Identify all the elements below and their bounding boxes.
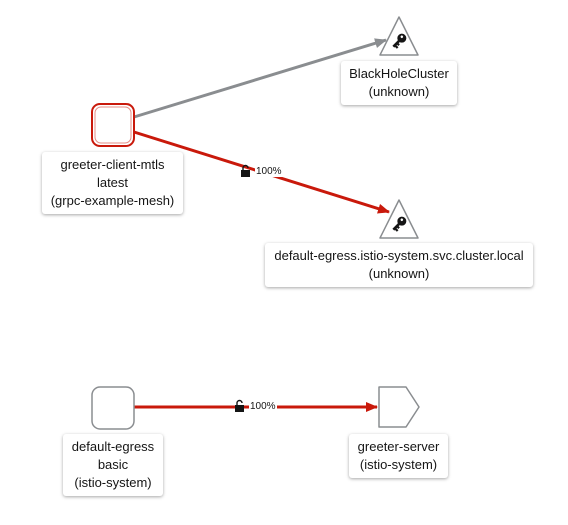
node-name: default-egress.istio-system.svc.cluster.… xyxy=(274,248,524,263)
node-name: default-egress xyxy=(71,439,155,454)
unlock-icon xyxy=(235,399,244,412)
node-name: greeter-client-mtls xyxy=(60,157,165,172)
node-version: basic xyxy=(97,457,129,472)
node-label-blackhole-cluster: BlackHoleCluster (unknown) xyxy=(341,61,457,105)
node-namespace: (istio-system) xyxy=(74,475,152,490)
node-name: BlackHoleCluster xyxy=(349,66,449,81)
node-namespace: (grpc-example-mesh) xyxy=(50,193,175,208)
node-default-egress[interactable] xyxy=(91,386,135,430)
node-label-greeter-client-mtls: greeter-client-mtls latest (grpc-example… xyxy=(42,152,183,214)
node-blackhole-cluster[interactable] xyxy=(379,16,419,56)
node-version: latest xyxy=(96,175,129,190)
node-label-greeter-server: greeter-server (istio-system) xyxy=(349,434,448,478)
edge-percent-label: 100% xyxy=(255,166,283,177)
key-icon xyxy=(392,33,407,49)
node-default-egress-svc[interactable] xyxy=(379,199,419,239)
node-label-default-egress: default-egress basic (istio-system) xyxy=(63,434,163,496)
node-label-default-egress-svc: default-egress.istio-system.svc.cluster.… xyxy=(265,243,533,287)
node-name: greeter-server xyxy=(357,439,440,454)
unlock-icon xyxy=(241,164,250,177)
node-greeter-server[interactable] xyxy=(378,386,420,428)
node-greeter-client-mtls[interactable] xyxy=(91,103,135,147)
edge-percent-label: 100% xyxy=(249,401,277,412)
edge-client-to-blackhole[interactable] xyxy=(133,38,387,119)
node-namespace: (unknown) xyxy=(368,84,430,99)
node-namespace: (unknown) xyxy=(368,266,430,281)
node-namespace: (istio-system) xyxy=(359,457,438,472)
key-icon xyxy=(392,216,407,232)
